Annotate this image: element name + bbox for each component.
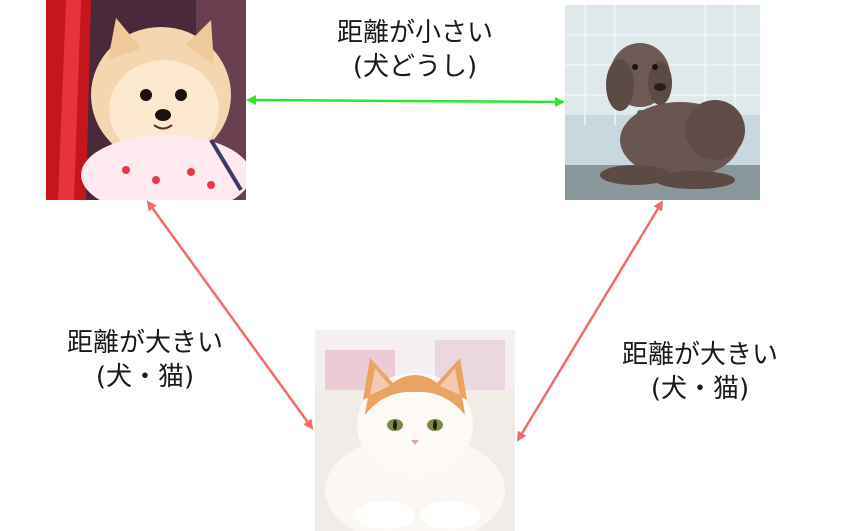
label-large-distance-left-line2: (犬・猫) [95,362,195,392]
label-large-distance-right-line1: 距離が大きい [621,340,778,370]
poodle-photo [565,5,760,200]
pomeranian-photo [46,0,246,200]
cat-photo [315,330,515,531]
pomeranian-image [46,0,246,200]
arrow-pomeranian-poodle [246,95,565,107]
label-small-distance-line2: (犬どうし) [352,52,478,82]
label-large-distance-left: 距離が大きい (犬・猫) [35,326,255,394]
cat-image [315,330,515,531]
label-small-distance: 距離が小さい (犬どうし) [305,16,525,84]
label-large-distance-right-line2: (犬・猫) [650,374,750,404]
arrow-pomeranian-cat [146,200,314,430]
label-large-distance-right: 距離が大きい (犬・猫) [590,338,810,406]
arrow-poodle-cat [516,200,664,442]
label-small-distance-line1: 距離が小さい [336,18,493,48]
poodle-image [565,5,760,200]
label-large-distance-left-line1: 距離が大きい [66,328,223,358]
